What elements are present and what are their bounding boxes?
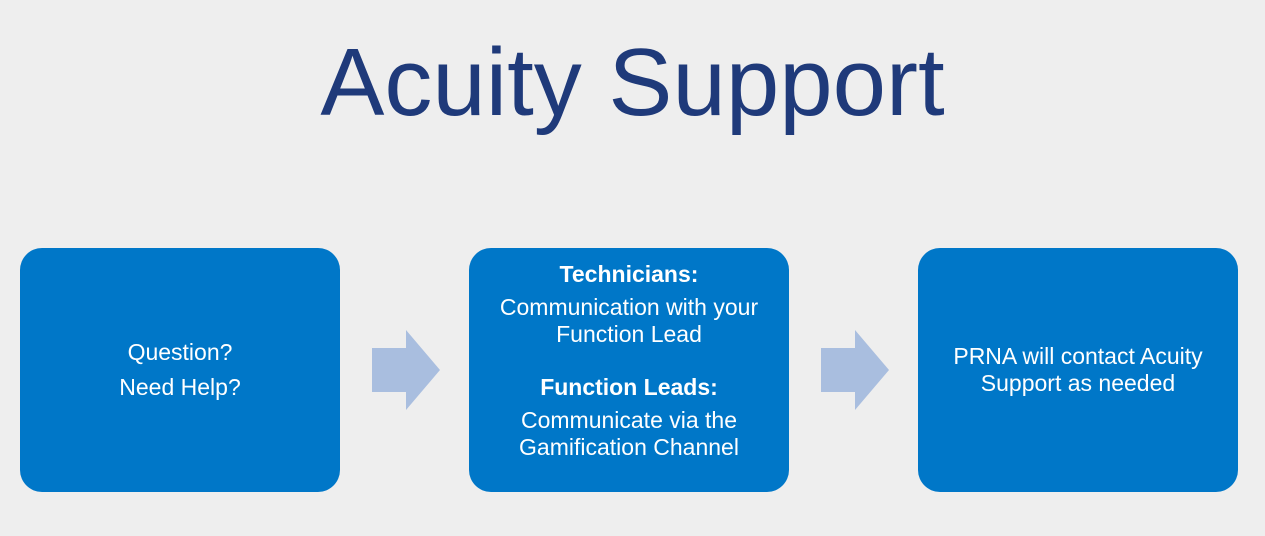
technicians-heading: Technicians: [559,261,699,287]
box-text: PRNA will contact Acuity [953,343,1203,369]
page-title: Acuity Support [320,29,945,136]
box-text: Question? [127,339,233,365]
box-text: Need Help? [119,374,241,400]
function-leads-heading: Function Leads: [540,374,718,400]
arrow-right-icon [821,330,889,410]
step-communication-box: Technicians: Communication with your Fun… [469,248,789,492]
box-text: Communicate via the [520,407,738,433]
box-text: Support as needed [980,370,1176,396]
box-text: Communication with your [499,294,759,320]
step-question-box: Question? Need Help? [20,248,340,492]
box-text: Function Lead [556,321,702,347]
box-text: Gamification Channel [519,434,739,460]
arrow-right-icon [372,330,440,410]
step-prna-box: PRNA will contact Acuity Support as need… [918,248,1238,492]
